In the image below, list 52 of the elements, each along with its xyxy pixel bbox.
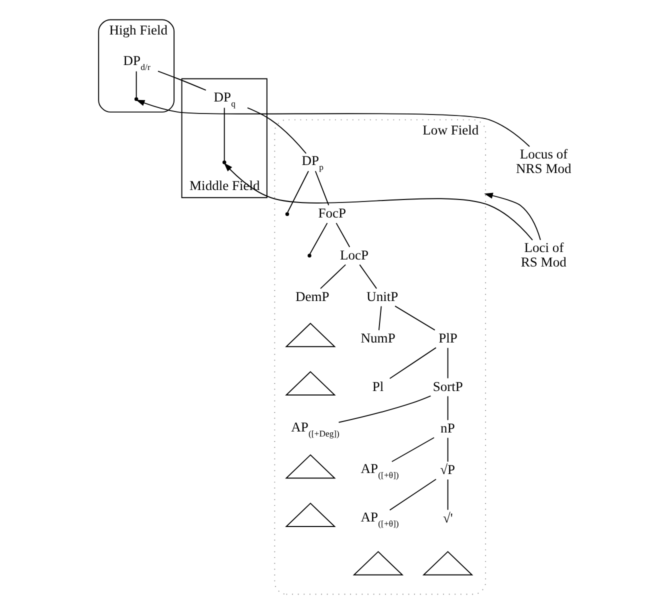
connector bbox=[389, 478, 436, 511]
node-text: √' bbox=[442, 510, 453, 526]
connector bbox=[320, 264, 346, 290]
connector bbox=[447, 347, 448, 379]
connector bbox=[287, 170, 309, 213]
connector bbox=[309, 222, 328, 255]
connector bbox=[359, 264, 378, 290]
node-triangle bbox=[285, 454, 336, 479]
node-text: LocP bbox=[340, 247, 369, 262]
node-text: AP$_{([+θ])}$ bbox=[360, 461, 399, 480]
node-triangle bbox=[352, 551, 404, 576]
connector bbox=[136, 70, 137, 98]
node-text: Locus of NRS Mod bbox=[516, 146, 572, 176]
node-triangle bbox=[285, 371, 336, 396]
node-text: DP$_{q}$ bbox=[214, 90, 236, 109]
node-text: UnitP bbox=[366, 288, 398, 304]
node-text: PlP bbox=[438, 330, 458, 346]
connector bbox=[391, 437, 435, 462]
connector bbox=[338, 395, 432, 423]
connector bbox=[246, 107, 307, 154]
connector bbox=[314, 170, 330, 206]
node-text: AP$_{([+Deg])}$ bbox=[291, 419, 340, 438]
node-text: nP bbox=[440, 420, 455, 436]
node-text: SortP bbox=[432, 378, 463, 394]
connector bbox=[447, 437, 448, 462]
node-text: Loci of RS Mod bbox=[520, 240, 566, 270]
arrow bbox=[224, 162, 533, 241]
node-text: DP$_{p}$ bbox=[302, 152, 324, 172]
connector bbox=[447, 396, 448, 421]
node-text: DP$_{d/r}$ bbox=[123, 52, 150, 72]
node-triangle bbox=[422, 551, 474, 576]
node-text: AP$_{([+θ])}$ bbox=[360, 509, 399, 528]
connector bbox=[158, 70, 206, 91]
node-text: Pl bbox=[372, 378, 384, 394]
node-point bbox=[285, 212, 290, 216]
connector bbox=[394, 306, 436, 331]
connector bbox=[336, 222, 350, 248]
node-point bbox=[134, 97, 138, 101]
node-text: DemP bbox=[295, 288, 330, 304]
connector bbox=[447, 479, 448, 510]
arrow bbox=[484, 192, 541, 240]
node-text: NumP bbox=[360, 330, 396, 346]
node-point bbox=[308, 254, 312, 258]
node-text: FocP bbox=[318, 206, 346, 221]
connector bbox=[224, 107, 225, 162]
node-text: √P bbox=[440, 462, 456, 478]
node-triangle bbox=[285, 322, 336, 348]
connector bbox=[378, 306, 382, 331]
arrow bbox=[136, 100, 530, 147]
node-point bbox=[222, 160, 226, 164]
node-triangle bbox=[285, 502, 336, 528]
connector bbox=[389, 347, 436, 379]
